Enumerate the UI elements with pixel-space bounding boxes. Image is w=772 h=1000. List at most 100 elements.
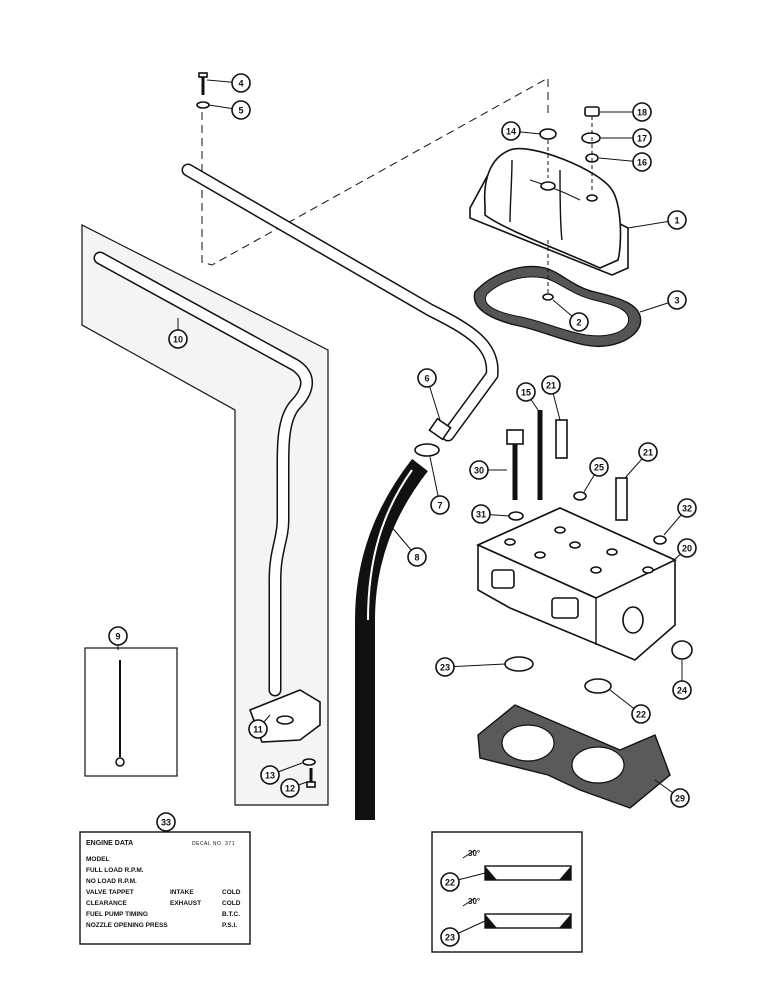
washer-part-13 (302, 758, 316, 766)
callout-14: 14 (501, 121, 542, 141)
rocker-cover-group (196, 72, 642, 347)
decal-frame (79, 831, 251, 945)
callout-label: 23 (440, 663, 450, 673)
decal-row-value: B.T.C. (222, 911, 240, 918)
decal-row-label: CLEARANCE (86, 900, 127, 907)
callout-25: 25 (583, 457, 609, 493)
callout-1: 1 (627, 210, 687, 230)
callout-label: 5 (238, 106, 243, 116)
callout-33: 33 (156, 812, 176, 832)
callout-21: 21 (541, 375, 561, 421)
hose-part-8 (355, 458, 428, 820)
callout-label: 3 (674, 296, 679, 306)
valve-guide-part-21b (615, 477, 628, 521)
decal-row-middle: INTAKE (170, 889, 194, 896)
plug-part-25 (573, 491, 587, 501)
callout-label: 32 (682, 504, 692, 514)
callout-9: 9 (108, 626, 128, 650)
callout-23: 23 (435, 657, 506, 677)
dashed-assembly-line (201, 77, 549, 266)
callout-label: 6 (424, 374, 429, 384)
callout-22: 22 (440, 872, 486, 892)
seat-profile-top (484, 865, 572, 881)
callout-15: 15 (516, 382, 539, 411)
decal-row-label: NOZZLE OPENING PRESS (86, 922, 168, 929)
dipstick-part-9 (115, 660, 125, 767)
callout-label: 16 (637, 158, 647, 168)
callout-23: 23 (440, 920, 486, 947)
callout-label: 23 (445, 933, 455, 943)
callout-label: 25 (594, 463, 604, 473)
cover-gasket-part-3 (473, 265, 642, 347)
seat-insert-part-23 (504, 656, 534, 672)
callout-label: 4 (238, 79, 243, 89)
callout-32: 32 (663, 498, 697, 536)
nut-part-18 (584, 106, 600, 117)
callout-24: 24 (672, 660, 692, 700)
callout-label: 11 (253, 725, 263, 735)
breather-tube-part-10 (93, 251, 313, 697)
callout-label: 10 (173, 335, 183, 345)
decal-row-value: P.S.I. (222, 922, 237, 929)
callout-4: 4 (206, 73, 251, 93)
decal-row-label: MODEL (86, 856, 110, 863)
decal-row-label: FUEL PUMP TIMING (86, 911, 148, 918)
callout-label: 9 (115, 632, 120, 642)
washer-part-31 (508, 511, 524, 521)
callout-11: 11 (248, 714, 271, 739)
callout-10: 10 (168, 318, 188, 349)
decal-number: DECAL NO. 371 (192, 841, 235, 847)
bolt-part-30 (506, 429, 524, 500)
callout-6: 6 (417, 368, 441, 421)
callout-label: 8 (414, 553, 419, 563)
callout-label: 33 (161, 818, 171, 828)
callout-18: 18 (600, 102, 652, 122)
callout-7: 7 (429, 456, 450, 515)
callout-label: 20 (682, 544, 692, 554)
decal-row-value: COLD (222, 900, 241, 907)
callout-12: 12 (280, 778, 308, 798)
seat-insert-part-22 (584, 678, 612, 694)
grommet-part-14 (539, 128, 557, 140)
clamp-part-7 (414, 443, 440, 457)
seat-angle-top-label: 30° (468, 849, 480, 858)
callout-29: 29 (654, 779, 690, 808)
bolt-part-4 (198, 72, 208, 95)
callout-16: 16 (598, 152, 652, 172)
callout-label: 12 (285, 784, 295, 794)
callout-label: 21 (643, 448, 653, 458)
callout-label: 1 (674, 216, 679, 226)
washer-part-5 (196, 101, 210, 109)
decal-row-label: VALVE TAPPET (86, 889, 134, 896)
valve-guide-part-21a (555, 419, 568, 459)
callout-label: 15 (521, 388, 531, 398)
callout-label: 22 (445, 878, 455, 888)
callout-label: 13 (265, 771, 275, 781)
callout-label: 22 (636, 710, 646, 720)
decal-row-label: NO LOAD R.P.M. (86, 878, 137, 885)
decal-title: ENGINE DATA (86, 840, 133, 847)
callout-21: 21 (624, 442, 658, 479)
breather-tube-part-6 (181, 163, 499, 442)
callout-leader (444, 663, 506, 668)
decal-row-middle: EXHAUST (170, 900, 201, 907)
dipstick-panel (84, 647, 178, 777)
seat-profile-bottom (484, 913, 572, 929)
head-gasket-part-29 (477, 704, 671, 809)
valve-cover-part-1 (469, 147, 629, 276)
callout-label: 29 (675, 794, 685, 804)
decal-row-value: COLD (222, 889, 241, 896)
plug-part-32 (653, 535, 667, 545)
callout-label: 21 (546, 381, 556, 391)
tube-background-panel (81, 224, 329, 806)
callout-label: 2 (576, 318, 581, 328)
callout-17: 17 (601, 128, 652, 148)
callout-label: 14 (506, 127, 516, 137)
callout-31: 31 (471, 504, 510, 524)
washer-part-17 (581, 132, 601, 144)
grommet-part-2 (542, 293, 554, 301)
